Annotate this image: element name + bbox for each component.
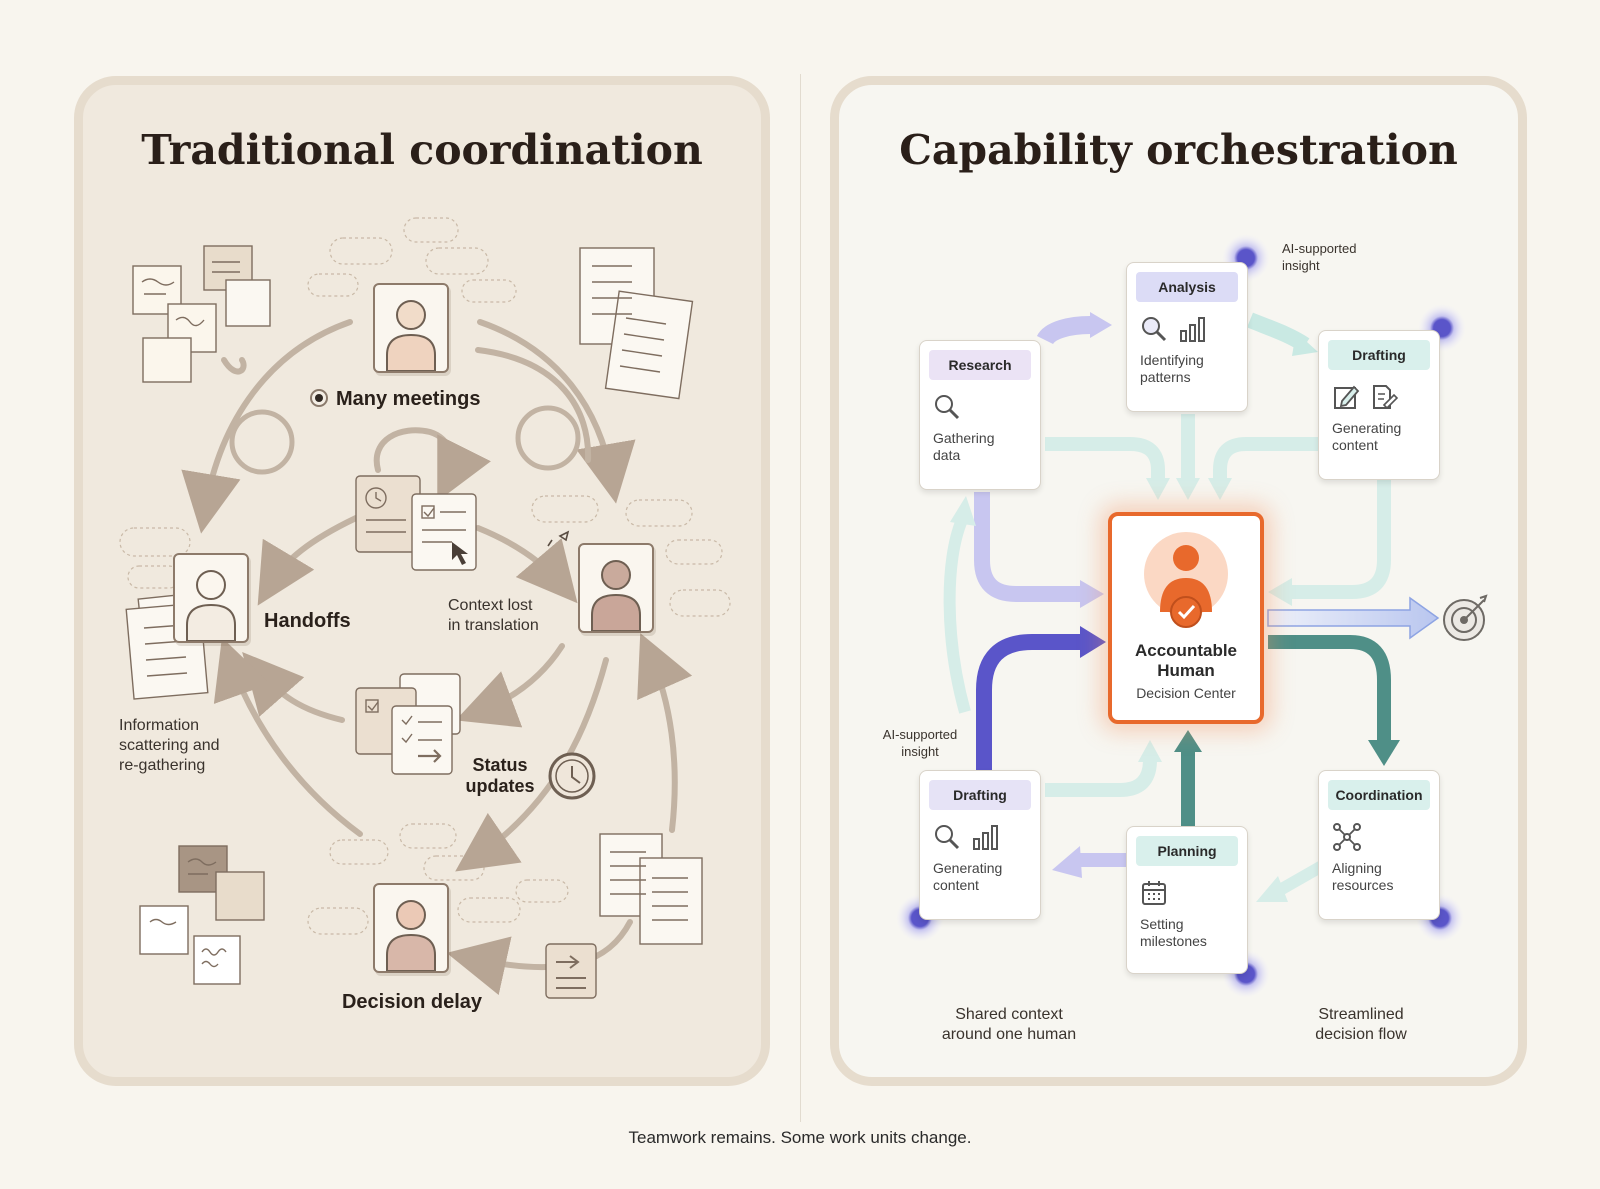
- label-decision-delay: Decision delay: [341, 991, 483, 1013]
- shared-context-2: around one human: [941, 1026, 1077, 1043]
- bottom-caption: Teamwork remains. Some work units change…: [628, 1128, 972, 1147]
- shared-context-1: Shared context: [955, 1006, 1063, 1023]
- document-pen-icon: [1373, 385, 1398, 410]
- person-card-decision: [373, 883, 449, 973]
- streamlined-2: decision flow: [1315, 1026, 1407, 1043]
- ai-insight-left-2: insight: [901, 744, 939, 759]
- traditional-diagram-art: [119, 217, 731, 999]
- accountable-person-icon: [1144, 532, 1228, 628]
- center-subtitle: Decision Center: [1136, 685, 1236, 701]
- drafting-top-desc-2: content: [1332, 437, 1378, 453]
- speech-bubbles: [119, 217, 731, 935]
- label-status-2: updates: [465, 776, 535, 796]
- network-icon: [1333, 823, 1361, 851]
- document-stack-top: [579, 247, 694, 400]
- magnifier-chart-icon: [1142, 317, 1167, 342]
- pencil-note-icon: [1334, 385, 1360, 409]
- center-divider: [800, 74, 801, 1122]
- clock-icon: [548, 752, 596, 800]
- label-context-lost-1: Context lost: [448, 597, 533, 614]
- orchestration-flow-arrows: [896, 234, 1488, 998]
- streamlined-1: Streamlined: [1318, 1006, 1404, 1023]
- ai-insight-top-1: AI-supported: [1282, 241, 1357, 256]
- coordination-desc-1: Aligning: [1332, 860, 1382, 876]
- badge-drafting-bottom: Drafting: [929, 780, 1031, 810]
- label-many-meetings: Many meetings: [336, 388, 481, 410]
- ai-insight-top-2: insight: [1282, 258, 1320, 273]
- calendar-icon: [1142, 881, 1166, 905]
- status-cards: [355, 673, 461, 775]
- drafting-bottom-desc-1: Generating: [933, 860, 1003, 876]
- drafting-top-desc-1: Generating: [1332, 420, 1402, 436]
- target-icon: [1443, 594, 1488, 641]
- ai-insight-left-1: AI-supported: [882, 727, 958, 742]
- center-title-1: Accountable: [1134, 641, 1238, 660]
- badge-coordination: Coordination: [1328, 780, 1430, 810]
- badge-research: Research: [929, 350, 1031, 380]
- coordination-desc-2: resources: [1332, 877, 1394, 893]
- bar-chart-icon: [1180, 317, 1205, 342]
- traditional-coordination-title: Traditional coordination: [141, 126, 703, 174]
- planning-desc-1: Setting: [1140, 916, 1184, 932]
- planning-desc-2: milestones: [1140, 933, 1207, 949]
- capability-orchestration-title: Capability orchestration: [899, 126, 1458, 174]
- person-card-handoffs: [173, 553, 249, 643]
- sticky-notes-bottom: [139, 845, 265, 985]
- badge-analysis: Analysis: [1136, 272, 1238, 302]
- task-cards-center: [355, 475, 477, 571]
- badge-drafting-top: Drafting: [1328, 340, 1430, 370]
- center-title-2: Human: [1157, 661, 1215, 680]
- bar-chart-icon: [973, 825, 998, 850]
- label-status-1: Status: [472, 755, 528, 775]
- document-stack-bottom: [545, 833, 703, 999]
- research-desc-1: Gathering: [933, 430, 995, 446]
- label-context-lost-2: in translation: [448, 617, 539, 634]
- accountable-human-card[interactable]: Accountable Human Decision Center: [1108, 512, 1264, 724]
- analysis-desc-2: patterns: [1140, 369, 1191, 385]
- label-info-1: Information: [119, 717, 200, 734]
- person-card-context: [578, 543, 654, 633]
- sticky-notes-top: [132, 245, 271, 383]
- research-desc-2: data: [933, 447, 961, 463]
- label-handoffs: Handoffs: [264, 610, 351, 632]
- magnifier-icon: [935, 395, 960, 420]
- magnifier-icon: [935, 825, 960, 850]
- drafting-bottom-desc-2: content: [933, 877, 979, 893]
- badge-planning: Planning: [1136, 836, 1238, 866]
- label-info-3: re-gathering: [119, 757, 206, 774]
- person-card-meetings: [373, 283, 449, 373]
- label-info-2: scattering and: [119, 737, 220, 754]
- analysis-desc-1: Identifying: [1140, 352, 1204, 368]
